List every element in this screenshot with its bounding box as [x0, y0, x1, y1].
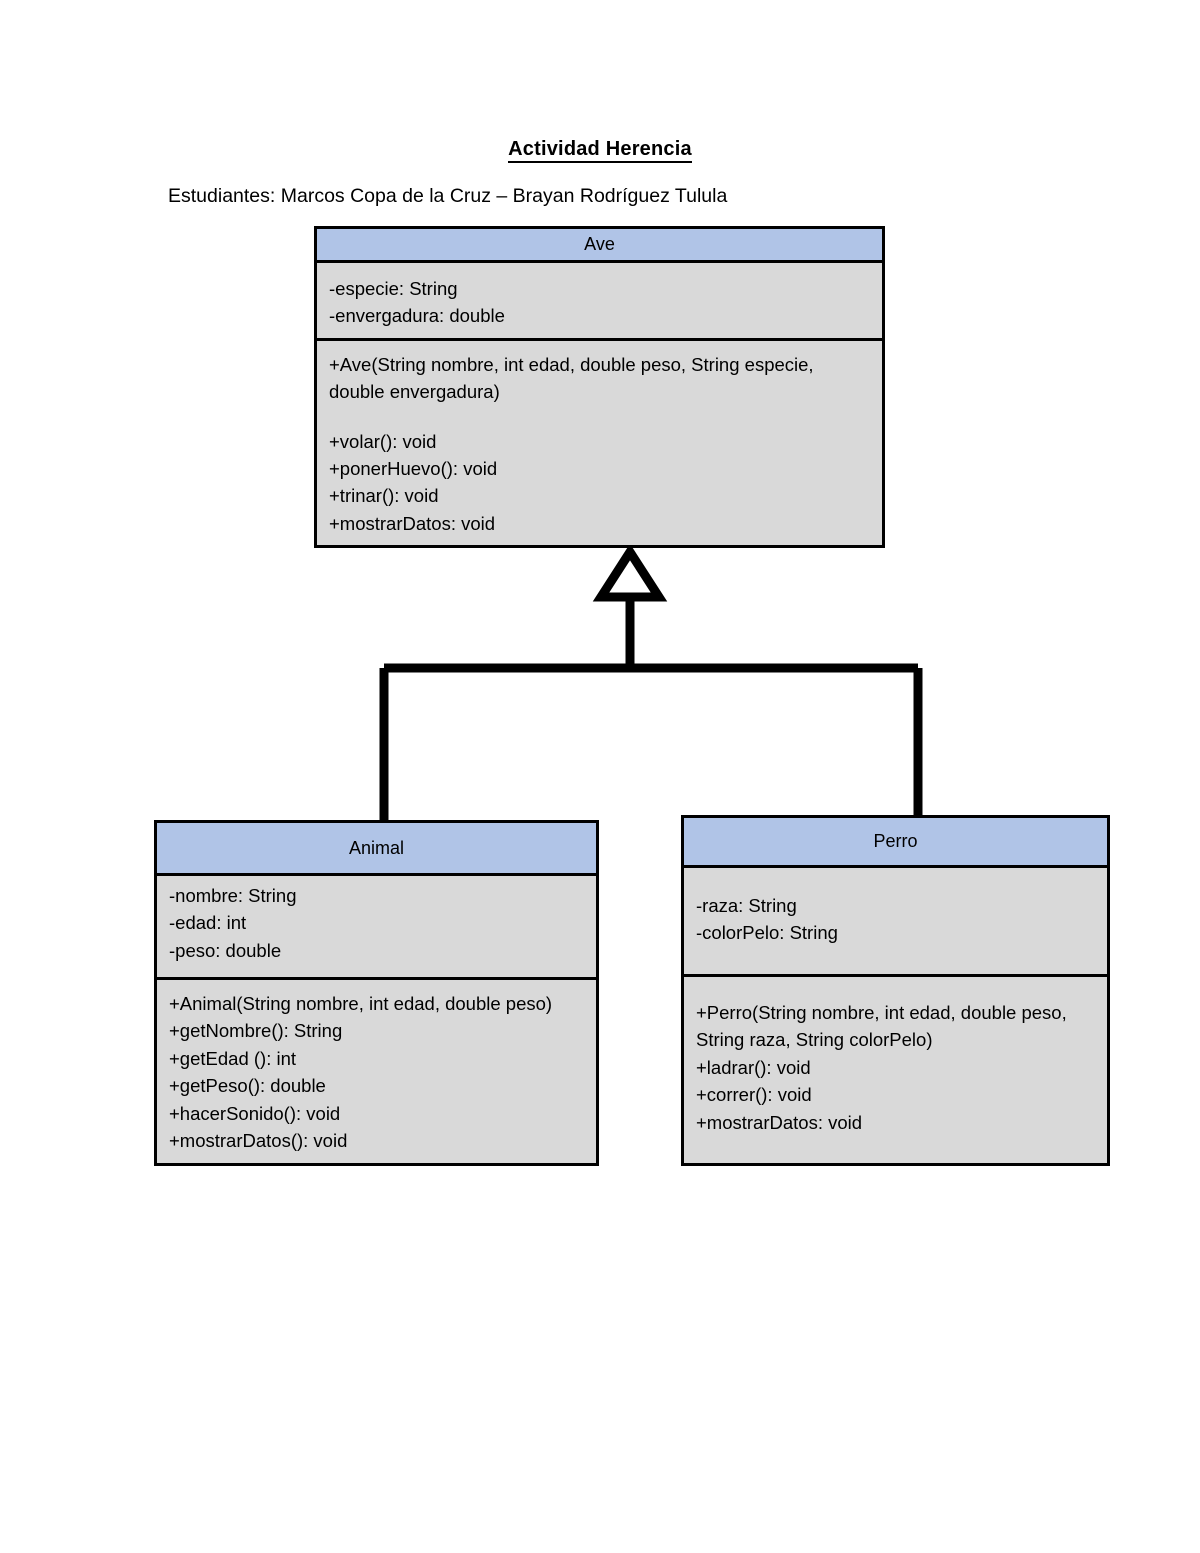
generalization-triangle-icon — [592, 543, 668, 602]
uml-class-animal[interactable]: Animal -nombre: String -edad: int -peso:… — [154, 820, 599, 1166]
uml-class-perro[interactable]: Perro -raza: String -colorPelo: String +… — [681, 815, 1110, 1166]
method-spacer — [329, 406, 870, 428]
method-row: +volar(): void — [329, 430, 437, 452]
attribute-row: -edad: int — [169, 912, 247, 934]
methods-section-perro: +Perro(String nombre, int edad, double p… — [684, 977, 1107, 1163]
attribute-row: -especie: String — [329, 278, 458, 299]
method-row: +getPeso(): double — [169, 1075, 326, 1097]
attribute-row: -colorPelo: String — [696, 922, 838, 944]
method-row: +Ave(String nombre, int edad, double pes… — [329, 353, 819, 403]
methods-section-ave: +Ave(String nombre, int edad, double pes… — [317, 340, 882, 545]
method-row: +getNombre(): String — [169, 1020, 343, 1042]
class-name-animal: Animal — [157, 823, 596, 876]
method-row: +mostrarDatos: void — [329, 512, 496, 534]
uml-class-ave[interactable]: Ave -especie: String -envergadura: doubl… — [314, 226, 885, 548]
class-name-ave: Ave — [317, 229, 882, 263]
method-row: +correr(): void — [696, 1084, 812, 1106]
attributes-section-ave: -especie: String -envergadura: double — [317, 263, 882, 341]
attributes-section-animal: -nombre: String -edad: int -peso: double — [157, 876, 596, 980]
method-row: +hacerSonido(): void — [169, 1102, 341, 1124]
class-name-perro: Perro — [684, 818, 1107, 868]
method-row: +trinar(): void — [329, 485, 439, 507]
method-row: +mostrarDatos(): void — [169, 1129, 348, 1151]
page-title-text: Actividad Herencia — [508, 138, 692, 163]
method-row: +ladrar(): void — [696, 1056, 811, 1078]
attribute-row: -nombre: String — [169, 885, 297, 906]
method-row: +getEdad (): int — [169, 1047, 297, 1069]
attribute-row: -peso: double — [169, 939, 282, 961]
method-row: +mostrarDatos: void — [696, 1111, 863, 1133]
method-row: +Animal(String nombre, int edad, double … — [169, 993, 553, 1014]
methods-section-animal: +Animal(String nombre, int edad, double … — [157, 980, 596, 1163]
attributes-section-perro: -raza: String -colorPelo: String — [684, 868, 1107, 977]
students-line: Estudiantes: Marcos Copa de la Cruz – Br… — [168, 185, 728, 207]
attribute-row: -envergadura: double — [329, 305, 505, 327]
method-row: +ponerHuevo(): void — [329, 457, 498, 479]
attribute-row: -raza: String — [696, 895, 797, 916]
page-title: Actividad Herencia — [0, 138, 1200, 163]
method-row: +Perro(String nombre, int edad, double p… — [696, 1002, 1072, 1051]
